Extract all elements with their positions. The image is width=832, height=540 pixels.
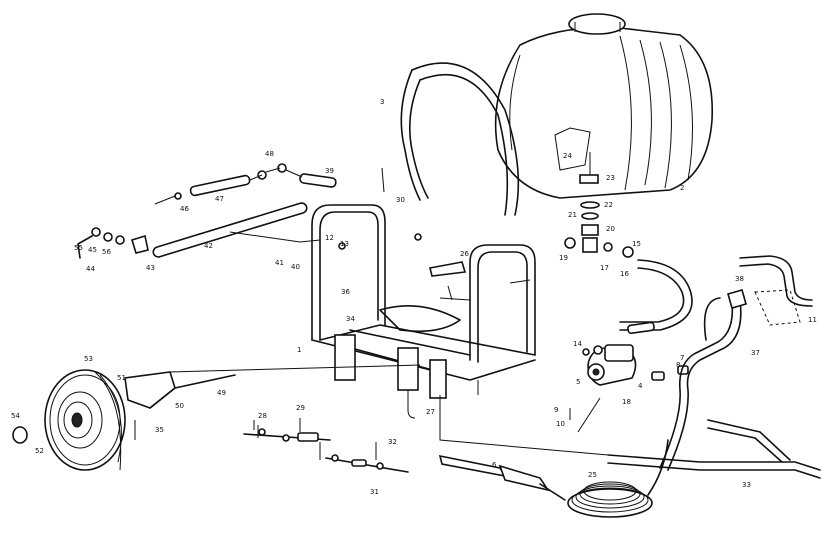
label-55: 55	[74, 244, 83, 252]
label-28: 28	[258, 412, 267, 420]
label-11: 11	[808, 316, 817, 324]
label-44: 44	[86, 265, 95, 273]
label-10: 10	[556, 420, 565, 428]
label-30: 30	[396, 196, 405, 204]
label-18: 18	[622, 398, 631, 406]
label-17: 17	[600, 264, 609, 272]
label-19: 19	[559, 254, 568, 262]
label-26: 26	[460, 250, 469, 258]
nozzle-cluster	[77, 227, 149, 259]
label-35: 35	[155, 426, 164, 434]
label-31: 31	[370, 488, 379, 496]
label-32: 32	[388, 438, 397, 446]
label-45: 45	[88, 246, 97, 254]
spray-bar-assembly	[243, 418, 409, 473]
label-25: 25	[588, 471, 597, 479]
label-13: 13	[340, 240, 349, 248]
label-23: 23	[606, 174, 615, 182]
tank-fittings	[564, 152, 634, 258]
pump-assembly	[577, 344, 689, 433]
wheel	[12, 369, 126, 471]
label-16: 16	[620, 270, 629, 278]
label-41: 41	[275, 259, 284, 267]
label-47: 47	[215, 195, 224, 203]
label-1: 1	[297, 346, 301, 354]
label-4: 4	[638, 382, 643, 390]
label-33: 33	[742, 481, 751, 489]
label-22: 22	[604, 201, 613, 209]
label-40: 40	[291, 263, 300, 271]
label-54: 54	[11, 412, 20, 420]
pressure-hose	[667, 299, 742, 471]
label-20: 20	[606, 225, 615, 233]
label-14: 14	[573, 340, 582, 348]
label-38: 38	[735, 275, 744, 283]
label-15: 15	[632, 240, 641, 248]
label-48: 48	[265, 150, 274, 158]
label-8: 8	[676, 361, 680, 369]
label-53: 53	[84, 355, 93, 363]
label-43: 43	[146, 264, 155, 272]
axle-bracket	[124, 371, 176, 409]
label-12: 12	[325, 234, 334, 242]
hose-coil	[567, 439, 669, 518]
label-50: 50	[175, 402, 184, 410]
label-56: 56	[102, 248, 111, 256]
frame	[311, 204, 536, 419]
label-2: 2	[680, 184, 684, 192]
spray-wand	[438, 454, 566, 501]
label-34: 34	[346, 315, 355, 323]
part-number-labels: 1 2 3 4 5 6 7 8 9 10 11 12 13 14 15 16 1…	[11, 98, 817, 496]
label-6: 6	[492, 461, 497, 469]
label-9: 9	[554, 406, 558, 414]
label-5: 5	[576, 378, 580, 386]
label-39: 39	[325, 167, 334, 175]
label-42: 42	[204, 242, 213, 250]
label-46: 46	[180, 205, 189, 213]
label-29: 29	[296, 404, 305, 412]
suction-hose	[619, 259, 693, 331]
label-52: 52	[35, 447, 44, 455]
label-51: 51	[117, 374, 126, 382]
control-handle	[739, 255, 813, 301]
label-49: 49	[217, 389, 226, 397]
tow-bar	[607, 454, 821, 471]
label-24: 24	[563, 152, 572, 160]
hose-assembly-upper	[154, 163, 337, 205]
tank-strap	[411, 62, 520, 216]
label-21: 21	[568, 211, 577, 219]
label-36: 36	[341, 288, 350, 296]
label-7: 7	[680, 354, 684, 362]
label-37: 37	[751, 349, 760, 357]
label-3: 3	[380, 98, 384, 106]
label-27: 27	[426, 408, 435, 416]
tank	[494, 13, 714, 199]
long-boom-pipe	[152, 202, 308, 258]
